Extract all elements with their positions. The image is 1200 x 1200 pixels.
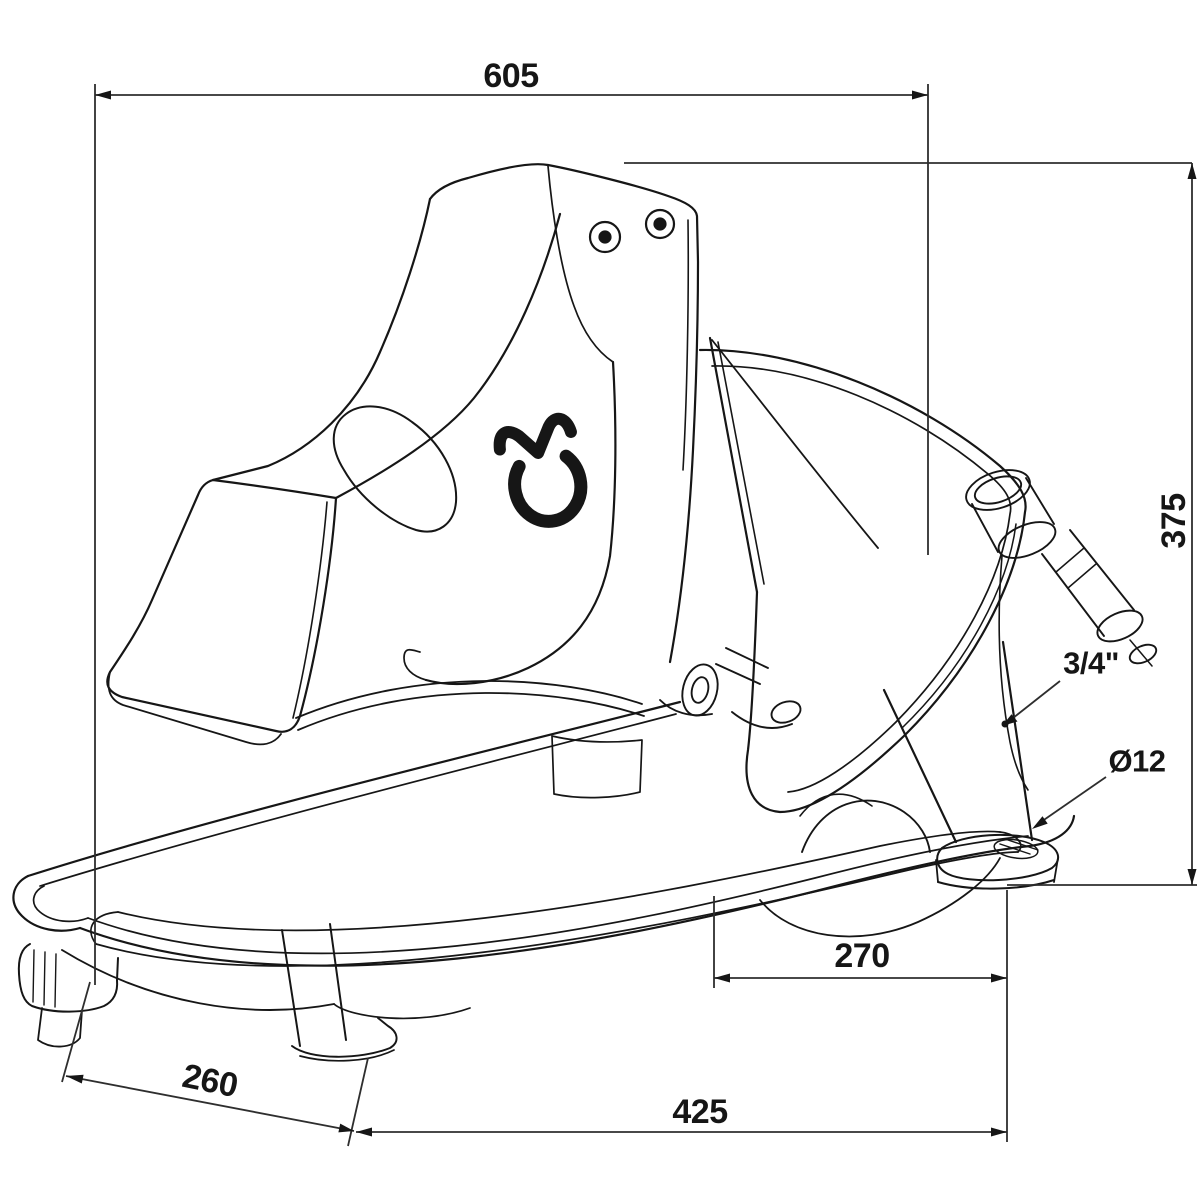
pivot-mechanism — [551, 647, 802, 799]
valve-fitting — [965, 469, 1158, 791]
brand-logo-icon — [493, 412, 588, 528]
leader-thread — [1001, 680, 1061, 728]
dim-270 — [713, 890, 1008, 1142]
feet-and-legs — [17, 640, 1060, 1062]
leader-hole — [1032, 776, 1107, 829]
funnel-cone — [708, 336, 879, 594]
foot-offset-label: 270 — [834, 937, 890, 975]
pressure-paddle — [106, 478, 338, 746]
pipe-thread-label: 3/4" — [1063, 645, 1119, 681]
paddle-lever-arm — [211, 197, 645, 731]
dim-375 — [624, 162, 1197, 886]
dim-260 — [61, 981, 355, 1133]
mount-hole-label: Ø12 — [1108, 743, 1166, 779]
overall-width-label: 605 — [483, 57, 539, 95]
overall-height-label: 375 — [1155, 493, 1193, 549]
dimension-annotations — [61, 84, 1197, 1147]
drinker-body — [12, 163, 1158, 1062]
base-length-label: 425 — [672, 1093, 728, 1131]
shell-bowl — [698, 348, 1027, 817]
trough-basin — [12, 700, 1076, 1020]
